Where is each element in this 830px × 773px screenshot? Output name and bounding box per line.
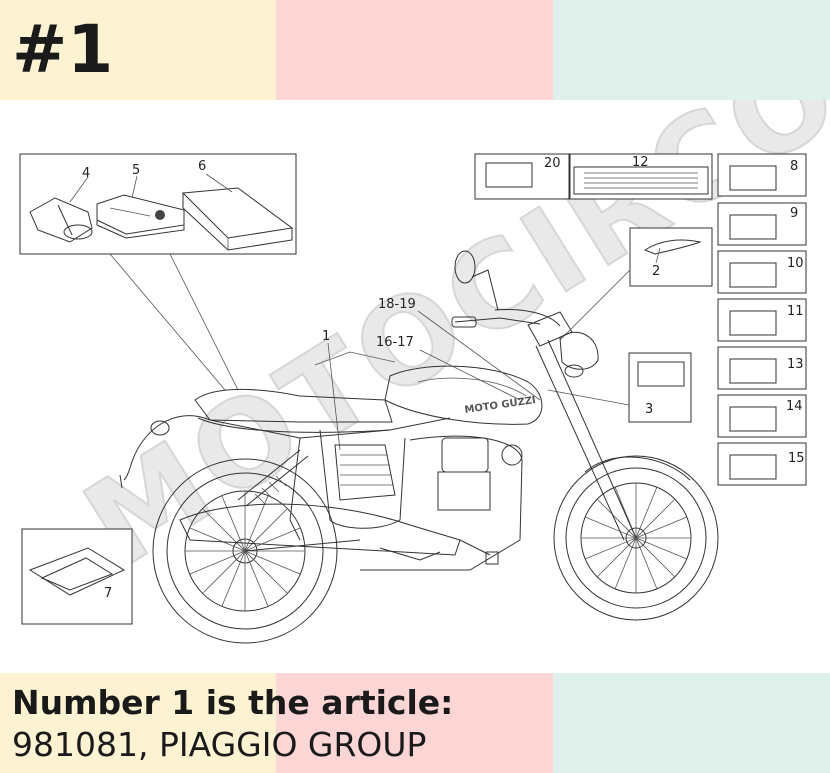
callout-11: 11 [787,304,804,319]
tank-logo: MOTO GUZZI [464,395,537,416]
band-segment-pink [276,0,553,100]
footer-band [0,673,830,773]
document-folder [181,187,294,251]
sticker-column: 8 9 10 11 13 14 15 [717,153,807,486]
callout-13: 13 [787,357,804,372]
parts-diagram: MOTOCIRCO 4 5 6 20 12 8 9 [19,100,830,644]
header-band [0,0,830,100]
band-segment-mint [553,673,830,773]
callout-2: 2 [652,264,660,279]
callout-12: 12 [632,155,649,170]
callout-9: 9 [790,206,798,221]
band-segment-yellow [0,673,276,773]
band-segment-mint [553,0,830,100]
band-segment-pink [276,673,553,773]
callout-14: 14 [786,399,803,414]
callout-3: 3 [645,402,653,417]
callout-5: 5 [132,163,140,178]
callout-18-19: 18-19 [378,297,416,312]
owners-manual [96,194,185,239]
callout-15: 15 [788,451,805,466]
callout-7: 7 [104,586,112,601]
callout-1: 1 [322,329,330,344]
article-number: 981081, PIAGGIO GROUP [12,725,427,764]
callout-10: 10 [787,256,804,271]
band-segment-yellow [0,0,276,100]
callout-16-17: 16-17 [376,335,414,350]
sticker-box-2 [629,227,713,287]
article-caption-heading: Number 1 is the article: [12,683,454,722]
callout-20: 20 [544,156,561,171]
toolkit-roll [29,197,93,243]
callout-8: 8 [790,159,798,174]
page-title: #1 [12,11,114,88]
motorcycle-illustration: MOTO GUZZI [119,250,719,644]
callout-4: 4 [82,166,90,181]
callout-6: 6 [198,159,206,174]
